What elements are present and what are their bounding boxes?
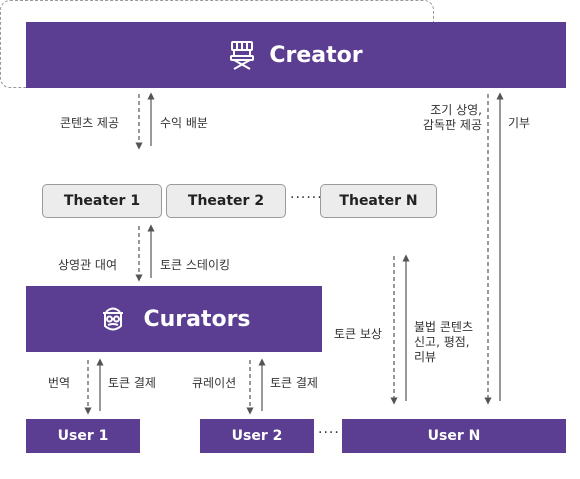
theater-2-label: Theater 2 xyxy=(187,193,265,209)
label-translation: 번역 xyxy=(48,376,71,390)
label-report-line1: 불법 콘텐츠 xyxy=(414,320,474,334)
user-2: User 2 xyxy=(200,419,314,453)
curators-label: Curators xyxy=(143,306,251,332)
user-1-label: User 1 xyxy=(57,428,109,444)
theater-2: Theater 2 xyxy=(166,184,286,218)
curator-hat-glasses-icon xyxy=(103,307,124,331)
user-ellipsis: ···· xyxy=(318,425,340,441)
label-early-screening: 조기 상영, xyxy=(430,103,482,117)
theater-1: Theater 1 xyxy=(42,184,162,218)
director-chair-icon xyxy=(230,41,255,70)
label-content-provide: 콘텐츠 제공 xyxy=(60,116,120,130)
label-directors-cut: 감독판 제공 xyxy=(422,118,482,132)
user-1: User 1 xyxy=(26,419,140,453)
curators-bar: Curators xyxy=(26,286,322,352)
label-revenue-share: 수익 배분 xyxy=(160,116,208,130)
theater-n-label: Theater N xyxy=(339,193,418,209)
label-report-line3: 리뷰 xyxy=(414,350,437,364)
label-curation: 큐레이션 xyxy=(192,376,237,390)
creator-label: Creator xyxy=(269,42,363,68)
label-token-payment-1: 토큰 결제 xyxy=(108,376,156,390)
label-theater-rental: 상영관 대여 xyxy=(58,258,118,272)
label-donation: 기부 xyxy=(508,116,531,130)
user-n-label: User N xyxy=(427,428,481,444)
creator-bar: Creator xyxy=(26,22,566,88)
user-2-label: User 2 xyxy=(231,428,283,444)
user-n: User N xyxy=(342,419,566,453)
theater-1-label: Theater 1 xyxy=(63,193,141,209)
label-token-reward: 토큰 보상 xyxy=(334,327,382,341)
label-report-line2: 신고, 평점, xyxy=(414,335,470,349)
theater-ellipsis: ······ xyxy=(290,190,323,206)
label-token-staking: 토큰 스테이킹 xyxy=(160,258,231,272)
label-token-payment-2: 토큰 결제 xyxy=(270,376,318,390)
theater-n: Theater N xyxy=(320,184,437,218)
